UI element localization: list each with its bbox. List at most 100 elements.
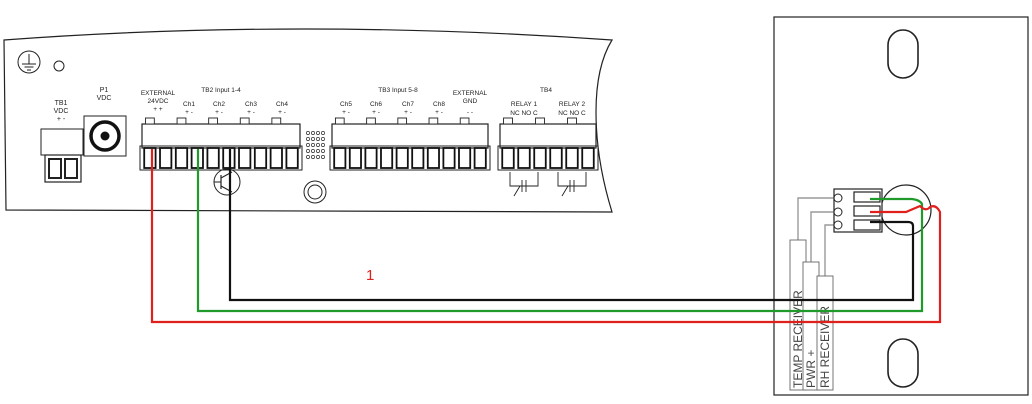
tb2-screw-slot [143,147,157,169]
tb3-screw-slot [442,147,456,169]
header-pin [306,149,310,153]
ext-gnd-line2: GND [463,98,478,105]
sensor-connector [833,188,883,233]
gray-sensor-wires [797,197,837,276]
header-pin [316,149,320,153]
tb3-tab [428,117,439,125]
tb1-terminal-block [40,128,84,183]
header-pin [321,143,325,147]
tb3-ch6-label: Ch6 [370,101,382,108]
tb3-screw-slot [348,147,362,169]
header-pin [316,131,320,135]
ext-gnd-pins: - - [467,109,473,116]
tb2-tab [208,117,218,125]
tb3-tab [366,117,376,125]
tb3-ch6-pins: + - [372,109,380,116]
tb2-tab [145,117,155,125]
tb4-title: TB4 [540,87,552,94]
tb2-screw-slot [206,147,220,169]
tb3-ch8-label: Ch8 [433,101,445,108]
relay2-label: RELAY 2 [559,101,586,108]
tb2-ch3-pins: + - [247,109,255,116]
header-pin [316,137,320,141]
pwr-label: PWR + [804,350,818,388]
bottom-mounting-slot-icon [887,338,919,388]
tb2-tab [271,117,282,125]
relay2-contacts: NC NO C [558,110,586,117]
tb2-tab [239,117,250,125]
ext-gnd-line1: EXTERNAL [453,90,488,97]
tb2-screw-slot [269,147,283,169]
tb2-tab [176,117,187,125]
header-pin [306,143,310,147]
header-pin [311,155,315,159]
tb2-ch3-label: Ch3 [245,101,257,108]
tb1-title: TB1 [55,100,68,107]
tb2-ch2-pins: + - [215,109,223,116]
tb2-screw-slot [174,147,189,169]
tb3-title: TB3 Input 5-8 [378,87,418,94]
relay1-label: RELAY 1 [511,101,538,108]
p1-title: P1 [100,87,109,94]
tb3-terminal-block [329,117,491,171]
tb2-screw-slot [285,147,299,169]
tb3-ch7-label: Ch7 [402,101,414,108]
green-wire [196,149,924,313]
tb3-screw-slot [380,147,394,169]
tb4-screw-slot [549,147,563,169]
tb4-screw-slot [501,147,515,169]
tb3-ch5-pins: + - [342,109,350,116]
rh-receiver-label: RH RECEIVER [818,306,832,388]
relay2-contact-icon [557,172,587,197]
top-mounting-slot-icon [887,29,919,79]
tb3-screw-slot [333,147,347,169]
tb3-screw-slot [364,147,378,169]
tb3-ch8-pins: + - [435,109,443,116]
tb3-screw-slot [426,147,440,169]
tb2-ch1-pins: + - [185,109,193,116]
tb3-tab [459,117,470,125]
header-pin [311,149,315,153]
header-pin [316,155,320,159]
tb4-tab [567,117,577,125]
mounting-hole-icon [53,60,65,72]
tb2-ch1-label: Ch1 [183,101,195,108]
tb4-tab [503,117,513,125]
tb3-tab [397,117,408,125]
rh-receiver-strip [816,275,834,391]
header-pin [316,143,320,147]
tb1-sub: VDC [54,108,69,115]
header-pin [311,131,315,135]
header-pin [311,143,315,147]
header-pin [321,131,325,135]
tb3-screw-slot [411,147,425,169]
external-24vdc-pins: + + [153,106,163,113]
tb4-terminal-block [497,117,599,171]
tb2-screw-slot [159,147,173,169]
tb2-ch2-label: Ch2 [213,101,225,108]
p1-sub: VDC [97,95,112,102]
header-pin [321,149,325,153]
tb2-ch4-label: Ch4 [276,101,288,108]
header-pin [306,131,310,135]
tb4-tab [535,117,545,125]
header-pin [321,137,325,141]
header-pin [306,155,310,159]
tb4-screw-slot [533,147,547,169]
tb3-screw-slot [473,147,487,169]
header-pin [311,137,315,141]
header-pin [306,137,310,141]
relay1-contacts: NC NO C [510,110,538,117]
tb2-title: TB2 Input 1-4 [201,87,241,94]
tb3-screw-slot [395,147,409,169]
tb4-screw-slot [581,147,595,169]
header-connector [306,131,325,159]
header-pin [321,155,325,159]
tb2-ch4-pins: + - [278,109,286,116]
tb3-ch7-pins: + - [404,109,412,116]
black-wire [228,149,915,302]
tb2-screw-slot [238,147,252,169]
tb4-screw-slot [517,147,531,169]
external-24vdc-line2: 24VDC [148,98,169,105]
